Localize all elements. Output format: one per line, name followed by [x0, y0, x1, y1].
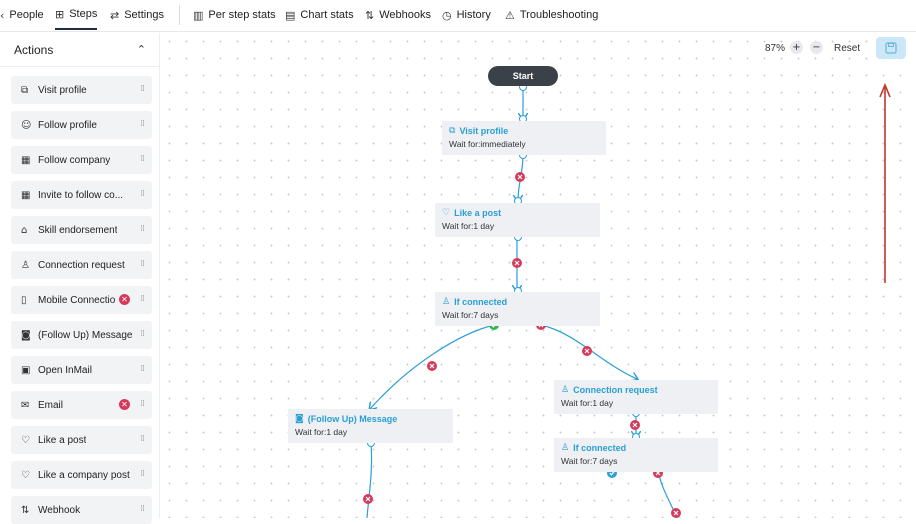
tab-chart-stats[interactable]: ▤ Chart stats — [285, 8, 354, 22]
heart-icon: ♡ — [442, 208, 451, 218]
tab-troubleshooting[interactable]: ⚠ Troubleshooting — [505, 8, 599, 22]
error-x-icon[interactable] — [515, 172, 525, 182]
error-markers — [363, 172, 681, 518]
tab-steps[interactable]: ⊞ Steps — [55, 0, 98, 30]
node-connection-request[interactable]: ♙Connection request Wait for:1 day — [554, 380, 718, 414]
drag-handle-icon[interactable]: ⁞⁞ — [140, 364, 145, 374]
inmail-icon: ▣ — [21, 364, 31, 376]
drag-handle-icon[interactable]: ⁞⁞ — [140, 189, 145, 199]
zoom-in-button[interactable]: + — [790, 41, 803, 54]
action-mobile-connection[interactable]: ▯ Mobile Connectio ✕ ⁞⁞ — [11, 286, 152, 314]
node-follow-up-message[interactable]: ◙(Follow Up) Message Wait for:1 day — [288, 409, 453, 443]
action-webhook[interactable]: ⇅ Webhook ⁞⁞ — [11, 496, 152, 524]
error-badge-icon: ✕ — [119, 399, 130, 410]
email-icon: ✉ — [21, 399, 30, 411]
user-plus-icon: ♙ — [21, 259, 30, 271]
tab-people[interactable]: ‹ People — [0, 8, 44, 22]
node-visit-profile[interactable]: ⧉Visit profile Wait for:immediately — [442, 121, 606, 155]
actions-header[interactable]: Actions ⌃ — [0, 33, 160, 67]
external-link-icon: ⧉ — [21, 84, 29, 96]
error-x-icon[interactable] — [582, 346, 592, 356]
error-x-icon[interactable] — [630, 420, 640, 430]
action-skill-endorsement[interactable]: ⌂ Skill endorsement ⁞⁞ — [11, 216, 152, 244]
actions-title: Actions — [14, 42, 54, 57]
edge-message-down — [366, 441, 373, 518]
message-icon: ◙ — [295, 414, 304, 424]
error-x-icon[interactable] — [512, 258, 522, 268]
node-like-a-post[interactable]: ♡Like a post Wait for:1 day — [435, 203, 600, 237]
actions-sidebar: Actions ⌃ ⧉ Visit profile ⁞⁞ ☺ Follow pr… — [0, 33, 160, 524]
save-button[interactable] — [876, 37, 906, 59]
user-check-icon: ♙ — [561, 443, 570, 453]
message-icon: ◙ — [21, 329, 31, 341]
heart-icon: ♡ — [21, 469, 30, 481]
zoom-level: 87% — [765, 42, 786, 54]
error-x-icon[interactable] — [363, 494, 373, 504]
follow-user-icon: ☺ — [21, 119, 32, 131]
clock-icon: ◷ — [442, 8, 452, 22]
node-if-connected-2[interactable]: ♙If connected Wait for:7 days — [554, 438, 718, 472]
drag-handle-icon[interactable]: ⁞⁞ — [140, 469, 145, 479]
zoom-out-button[interactable]: − — [810, 41, 823, 54]
action-email[interactable]: ✉ Email ✕ ⁞⁞ — [11, 391, 152, 419]
error-x-icon[interactable] — [671, 508, 681, 518]
nav-divider — [179, 5, 180, 25]
reset-button[interactable]: Reset — [834, 42, 861, 54]
building-icon: ▦ — [21, 189, 31, 201]
error-x-icon[interactable] — [427, 361, 437, 371]
drag-handle-icon[interactable]: ⁞⁞ — [140, 504, 145, 514]
action-invite-to-follow[interactable]: ▦ Invite to follow co... ⁞⁞ — [11, 181, 152, 209]
edge-yes-message — [370, 324, 495, 409]
error-badge-icon: ✕ — [119, 294, 130, 305]
action-follow-up-message[interactable]: ◙ (Follow Up) Message ⁞⁞ — [11, 321, 152, 349]
drag-handle-icon[interactable]: ⁞⁞ — [140, 84, 145, 94]
graduation-cap-icon: ⌂ — [21, 224, 28, 236]
action-connection-request[interactable]: ♙ Connection request ⁞⁞ — [11, 251, 152, 279]
drag-handle-icon[interactable]: ⁞⁞ — [140, 294, 145, 304]
save-icon — [885, 42, 897, 54]
user-check-icon: ♙ — [442, 297, 451, 307]
action-like-company-post[interactable]: ♡ Like a company post ⁞⁞ — [11, 461, 152, 489]
user-plus-icon: ♙ — [561, 385, 570, 395]
people-icon: ‹ — [0, 8, 5, 22]
drag-handle-icon[interactable]: ⁞⁞ — [140, 329, 145, 339]
start-node[interactable]: Start — [488, 66, 558, 86]
chevron-up-icon[interactable]: ⌃ — [136, 43, 146, 56]
action-open-inmail[interactable]: ▣ Open InMail ⁞⁞ — [11, 356, 152, 384]
external-link-icon: ⧉ — [449, 126, 456, 136]
warning-icon: ⚠ — [505, 8, 515, 22]
settings-icon: ⇄ — [110, 8, 120, 22]
tab-settings[interactable]: ⇄ Settings — [110, 8, 164, 22]
webhook-icon: ⇅ — [365, 8, 375, 22]
drag-handle-icon[interactable]: ⁞⁞ — [140, 154, 145, 164]
drag-handle-icon[interactable]: ⁞⁞ — [140, 399, 145, 409]
heart-icon: ♡ — [21, 434, 30, 446]
drag-handle-icon[interactable]: ⁞⁞ — [140, 119, 145, 129]
tab-history[interactable]: ◷ History — [442, 8, 491, 22]
steps-icon: ⊞ — [55, 7, 65, 21]
action-like-a-post[interactable]: ♡ Like a post ⁞⁞ — [11, 426, 152, 454]
action-follow-company[interactable]: ▦ Follow company ⁞⁞ — [11, 146, 152, 174]
webhook-icon: ⇅ — [21, 504, 30, 516]
action-follow-profile[interactable]: ☺ Follow profile ⁞⁞ — [11, 111, 152, 139]
tab-per-step-stats[interactable]: ▥ Per step stats — [193, 8, 276, 22]
tab-webhooks[interactable]: ⇅ Webhooks — [365, 8, 431, 22]
node-if-connected[interactable]: ♙If connected Wait for:7 days — [435, 292, 600, 326]
mobile-icon: ▯ — [21, 294, 27, 306]
drag-handle-icon[interactable]: ⁞⁞ — [140, 224, 145, 234]
flow-canvas[interactable]: 87% + − Reset Start ⧉Visit profile Wait … — [161, 33, 916, 518]
bar-chart-icon: ▥ — [193, 8, 204, 22]
chart-icon: ▤ — [285, 8, 296, 22]
drag-handle-icon[interactable]: ⁞⁞ — [140, 259, 145, 269]
top-nav: ‹ People ⊞ Steps ⇄ Settings ▥ Per step s… — [0, 0, 916, 32]
action-visit-profile[interactable]: ⧉ Visit profile ⁞⁞ — [11, 76, 152, 104]
building-icon: ▦ — [21, 154, 31, 166]
drag-handle-icon[interactable]: ⁞⁞ — [140, 434, 145, 444]
flow-connectors — [363, 83, 681, 518]
